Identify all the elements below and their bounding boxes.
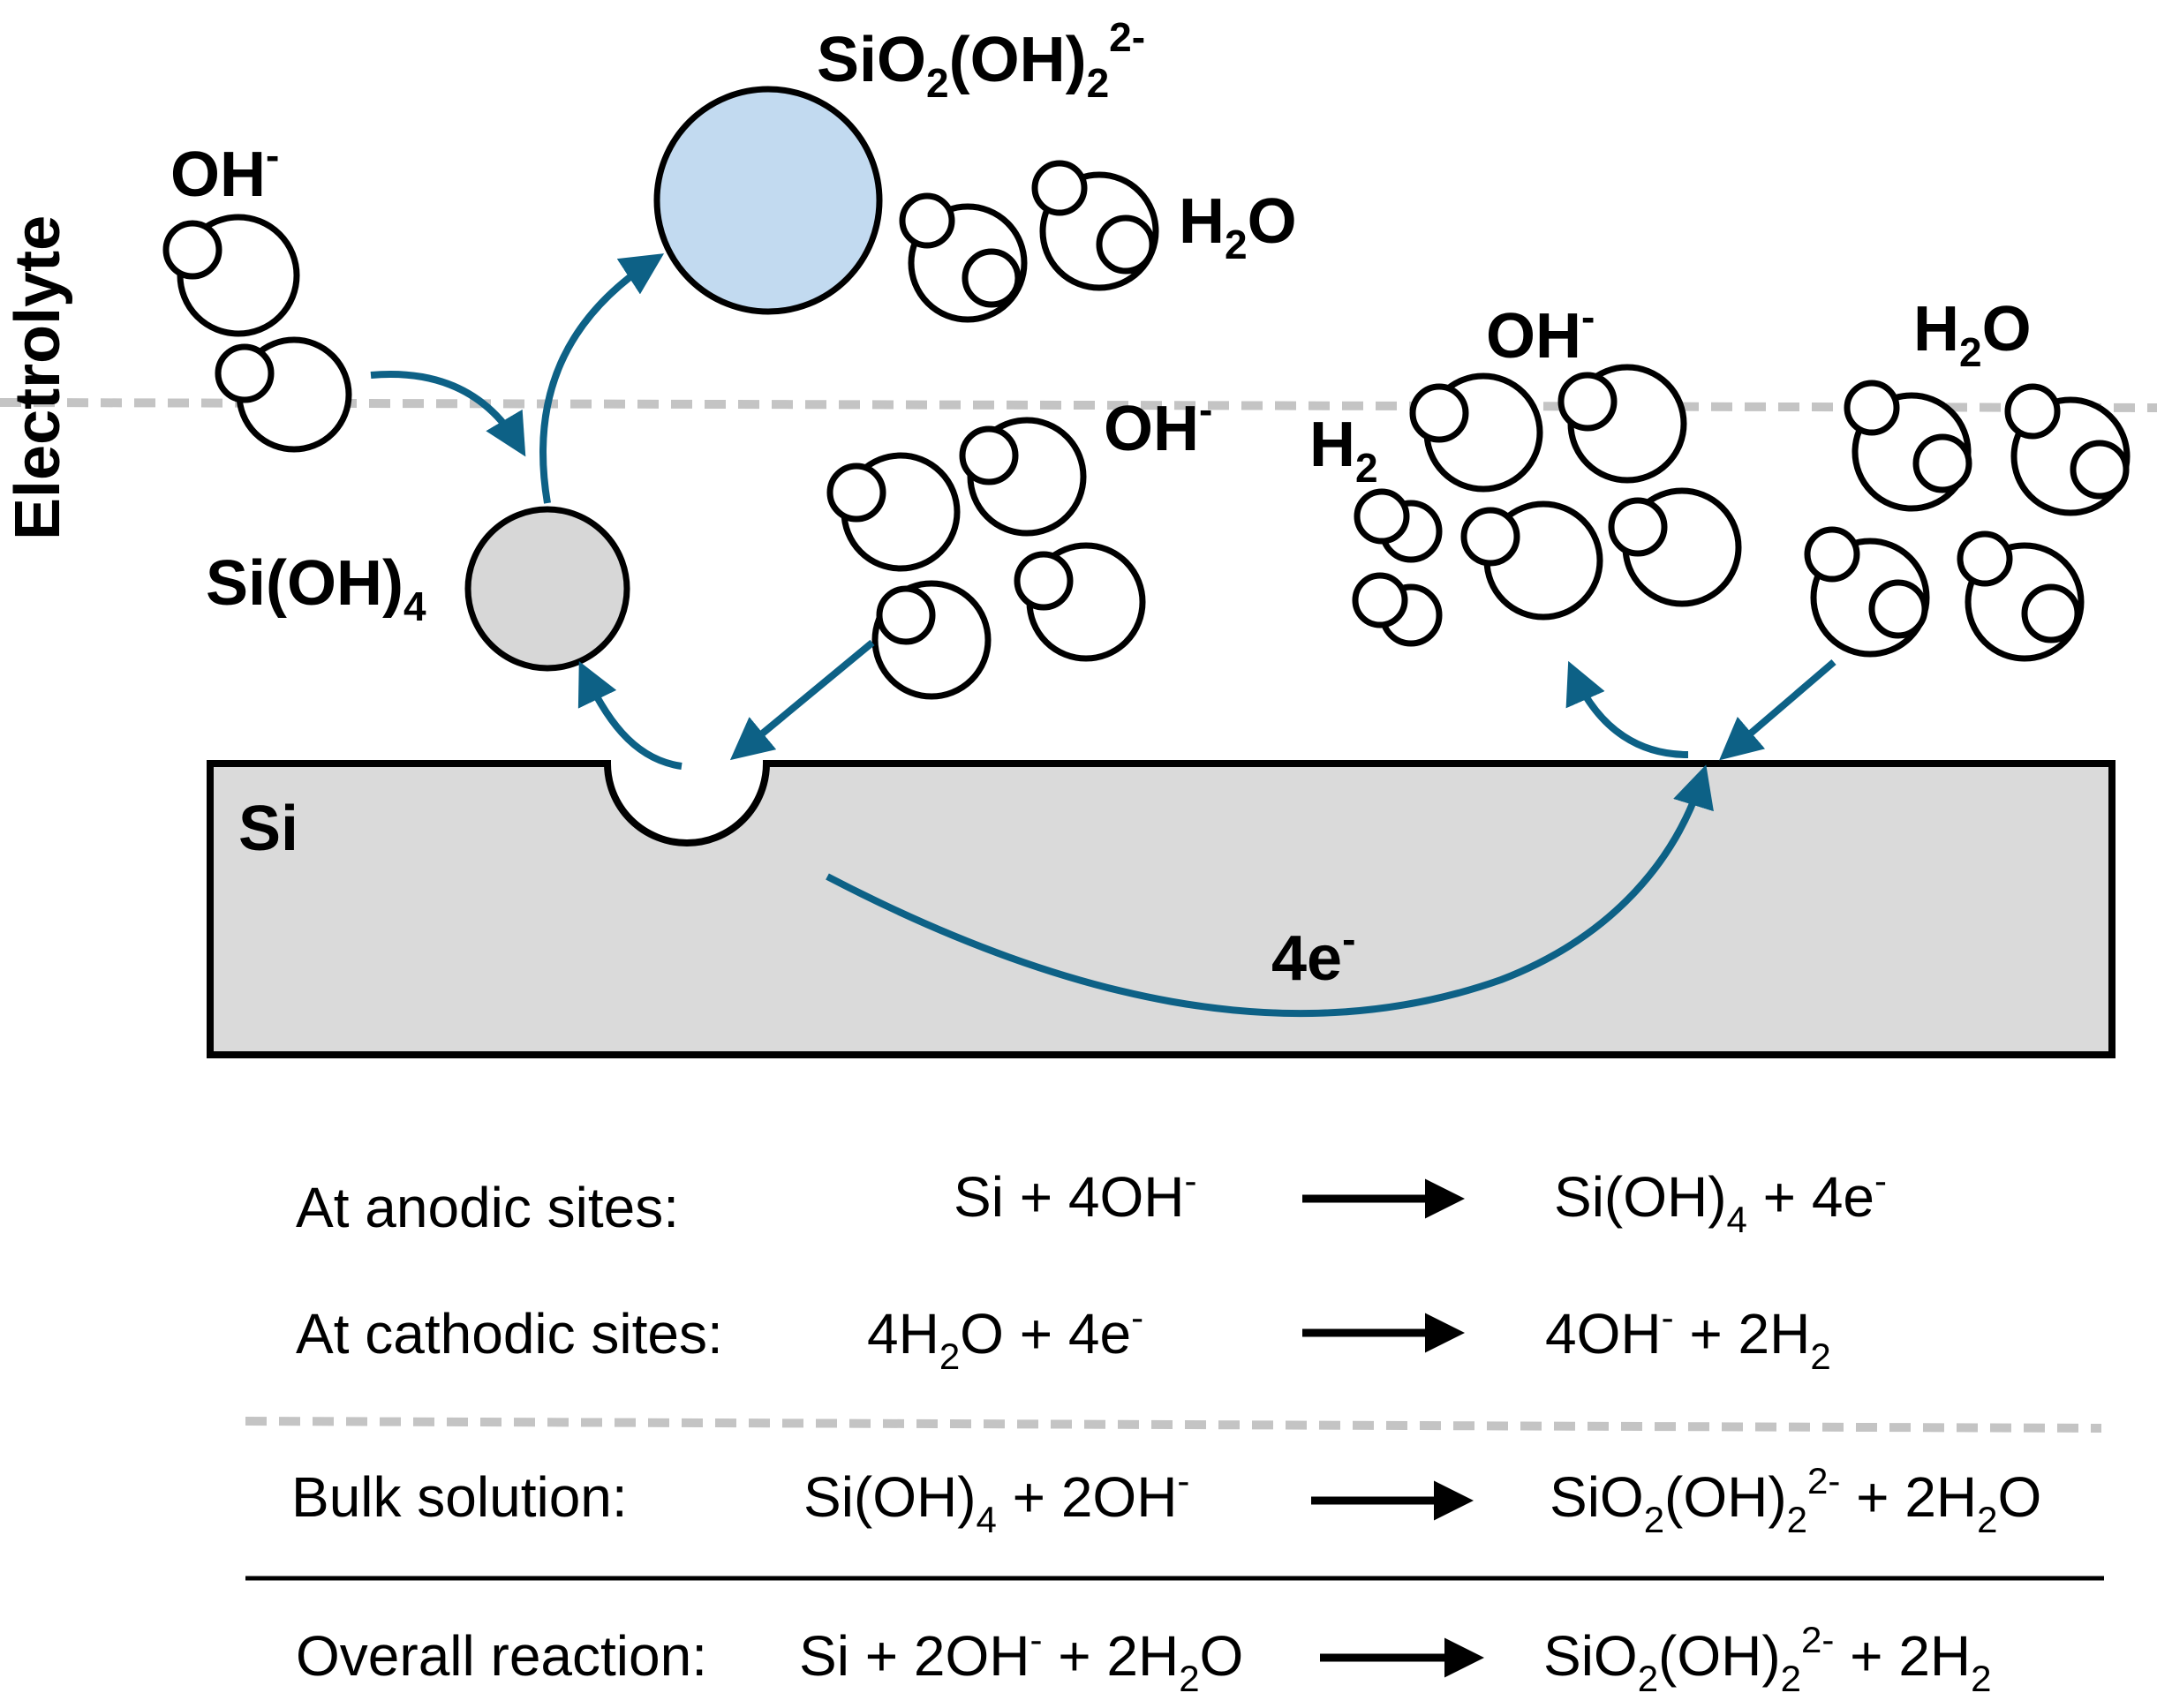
hydroxide-label: OH- <box>170 132 279 210</box>
water-label: H2O <box>1913 294 2032 375</box>
hydroxide-label: OH- <box>1486 294 1595 372</box>
arrow-water-to-cathode <box>1719 658 1836 761</box>
silicic-acid-label: Si(OH)4 <box>206 548 426 629</box>
reaction-overall: Overall reaction: Si + 2OH- + 2H2O SiO2(… <box>296 1619 1992 1699</box>
reaction-label: At anodic sites: <box>296 1176 679 1239</box>
hydrogen-molecule <box>1352 572 1443 647</box>
hydroxide-label: OH- <box>1104 387 1212 464</box>
si-substrate-label: Si <box>238 794 298 864</box>
hydroxide-molecule <box>1460 500 1603 621</box>
hydroxide-molecule <box>162 214 300 337</box>
water-molecule <box>1031 160 1159 291</box>
equation-dashed-separator <box>245 1417 2102 1433</box>
electrolyte-label: Electrolyte <box>3 215 73 540</box>
reaction-anodic: At anodic sites: Si + 4OH- Si(OH)4 + 4e- <box>296 1160 1887 1240</box>
reaction-products: SiO2(OH)22- + 2H2 <box>1543 1619 1992 1699</box>
arrow-cathode-to-products <box>1565 660 1689 758</box>
hydroxide-molecule <box>1409 372 1543 493</box>
arrow-oh-to-site <box>370 371 526 457</box>
reaction-bulk: Bulk solution: Si(OH)4 + 2OH- SiO2(OH)22… <box>291 1460 2041 1540</box>
hydrogen-label: H2 <box>1309 410 1378 491</box>
reaction-cathodic: At cathodic sites: 4H2O + 4e- 4OH- + 2H2 <box>296 1297 1831 1377</box>
arrow-oh-cluster-to-pit <box>729 639 875 761</box>
water-molecule <box>1804 526 1930 658</box>
hydroxide-molecule <box>1608 487 1742 607</box>
hydroxide-molecule <box>959 417 1087 537</box>
silicic-acid-molecule <box>464 506 630 672</box>
hydrogen-molecule <box>1354 488 1443 563</box>
electron-label: 4e- <box>1271 916 1355 994</box>
water-molecule <box>1844 380 1972 512</box>
hydroxide-molecule <box>1014 542 1146 662</box>
arrow-sioh4-to-silicate <box>539 253 665 504</box>
reaction-products: SiO2(OH)22- + 2H2O <box>1550 1460 2041 1540</box>
reaction-products: 4OH- + 2H2 <box>1545 1297 1831 1377</box>
electrolyte-boundary-line <box>0 398 2157 412</box>
hydroxide-molecule <box>871 580 992 700</box>
reaction-reactants: Si + 4OH- <box>954 1160 1196 1229</box>
silicate-label: SiO2(OH)22- <box>817 14 1145 106</box>
reaction-label: Overall reaction: <box>296 1624 707 1688</box>
reaction-products: Si(OH)4 + 4e- <box>1554 1160 1887 1240</box>
water-molecule <box>1957 530 2085 662</box>
reaction-label: Bulk solution: <box>291 1465 628 1529</box>
silicon-substrate <box>207 760 2116 1058</box>
hydroxide-molecule <box>1557 364 1687 484</box>
water-molecule <box>2004 383 2131 516</box>
reaction-reactants: Si + 2OH- + 2H2O <box>799 1619 1243 1699</box>
water-molecule <box>899 192 1028 323</box>
reaction-label: At cathodic sites: <box>296 1302 723 1366</box>
silicate-ion <box>653 86 883 315</box>
reaction-reactants: 4H2O + 4e- <box>867 1297 1143 1377</box>
hydroxide-molecule <box>215 336 352 453</box>
arrow-electron-transfer <box>826 764 1714 1018</box>
arrow-pit-to-sioh4 <box>577 661 683 770</box>
reaction-reactants: Si(OH)4 + 2OH- <box>803 1460 1189 1540</box>
water-label: H2O <box>1179 186 1297 267</box>
hydroxide-molecule <box>826 452 961 572</box>
